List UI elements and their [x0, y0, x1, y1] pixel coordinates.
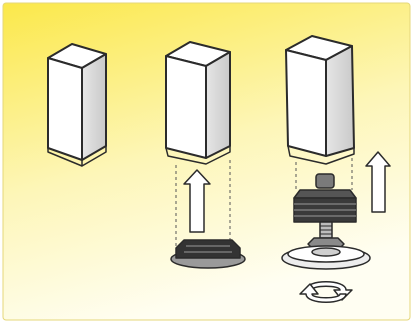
end-cap-insert-icon	[171, 240, 245, 268]
square-tube-icon	[48, 44, 106, 166]
square-tube-icon	[166, 42, 230, 164]
square-tube-icon	[286, 36, 354, 164]
